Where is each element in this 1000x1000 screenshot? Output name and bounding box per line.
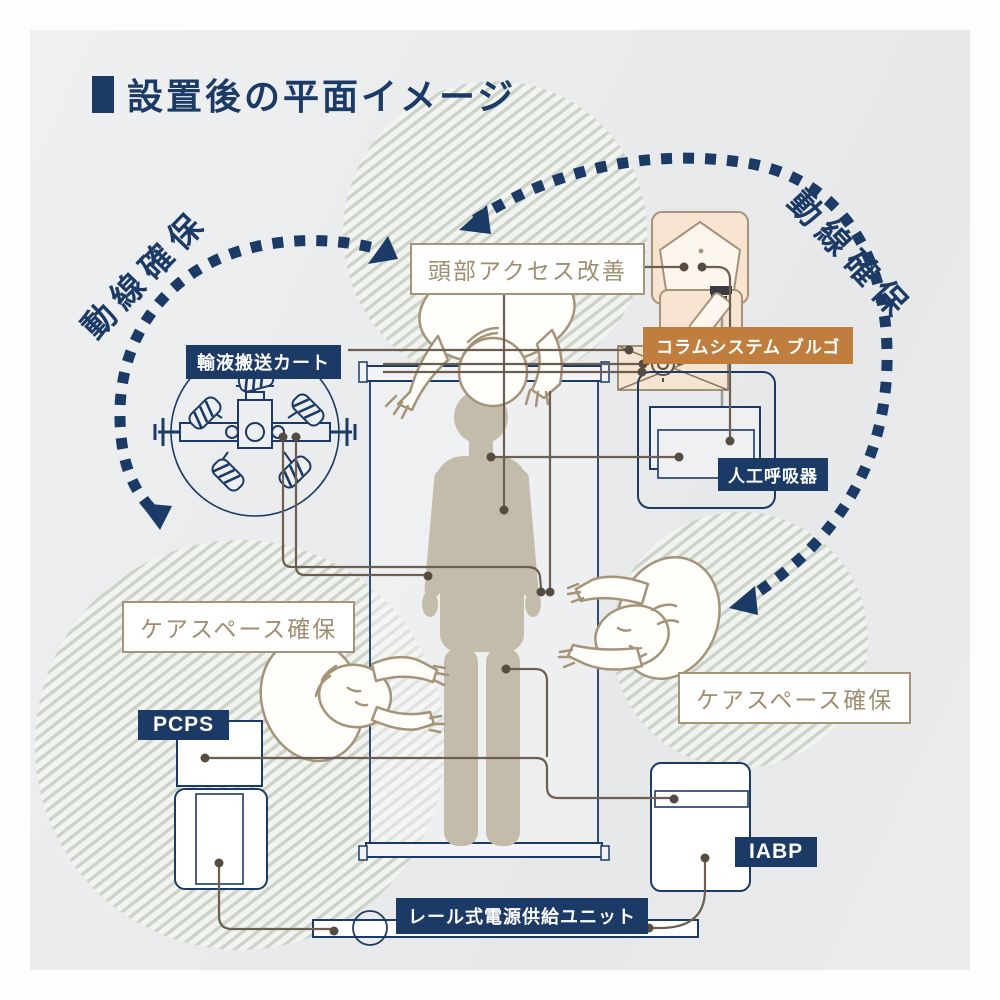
rail-power-label: レール式電源供給ユニット xyxy=(396,898,648,934)
iv-cart-label: 輸液搬送カート xyxy=(186,345,341,379)
arrowhead-icon xyxy=(140,503,172,530)
patient-silhouette xyxy=(422,390,541,846)
arrowhead-icon xyxy=(729,586,758,615)
arrowhead-icon xyxy=(368,236,398,264)
arrowhead-icon xyxy=(459,205,491,234)
cable-connection-dots xyxy=(200,262,735,936)
head-access-label: 頭部アクセス改善 xyxy=(410,243,645,295)
staff-figure-right xyxy=(557,556,721,680)
flow-arc-left xyxy=(114,235,398,530)
pcps-label: PCPS xyxy=(138,710,230,740)
title-bullet-icon xyxy=(92,75,114,113)
page-title-text: 設置後の平面イメージ xyxy=(127,76,517,117)
iv-cart-drawing xyxy=(153,347,357,517)
iabp-label: IABP xyxy=(735,837,818,867)
column-system-label: コラムシステム ブルゴ xyxy=(643,327,854,364)
ventilator-label: 人工呼吸器 xyxy=(718,458,828,491)
page-title: 設置後の平面イメージ xyxy=(92,68,516,120)
iabp-drawing xyxy=(650,762,751,892)
flow-arc-right xyxy=(459,152,893,615)
care-space-label-right: ケアスペース確保 xyxy=(678,672,912,724)
care-space-label-left: ケアスペース確保 xyxy=(122,601,356,653)
